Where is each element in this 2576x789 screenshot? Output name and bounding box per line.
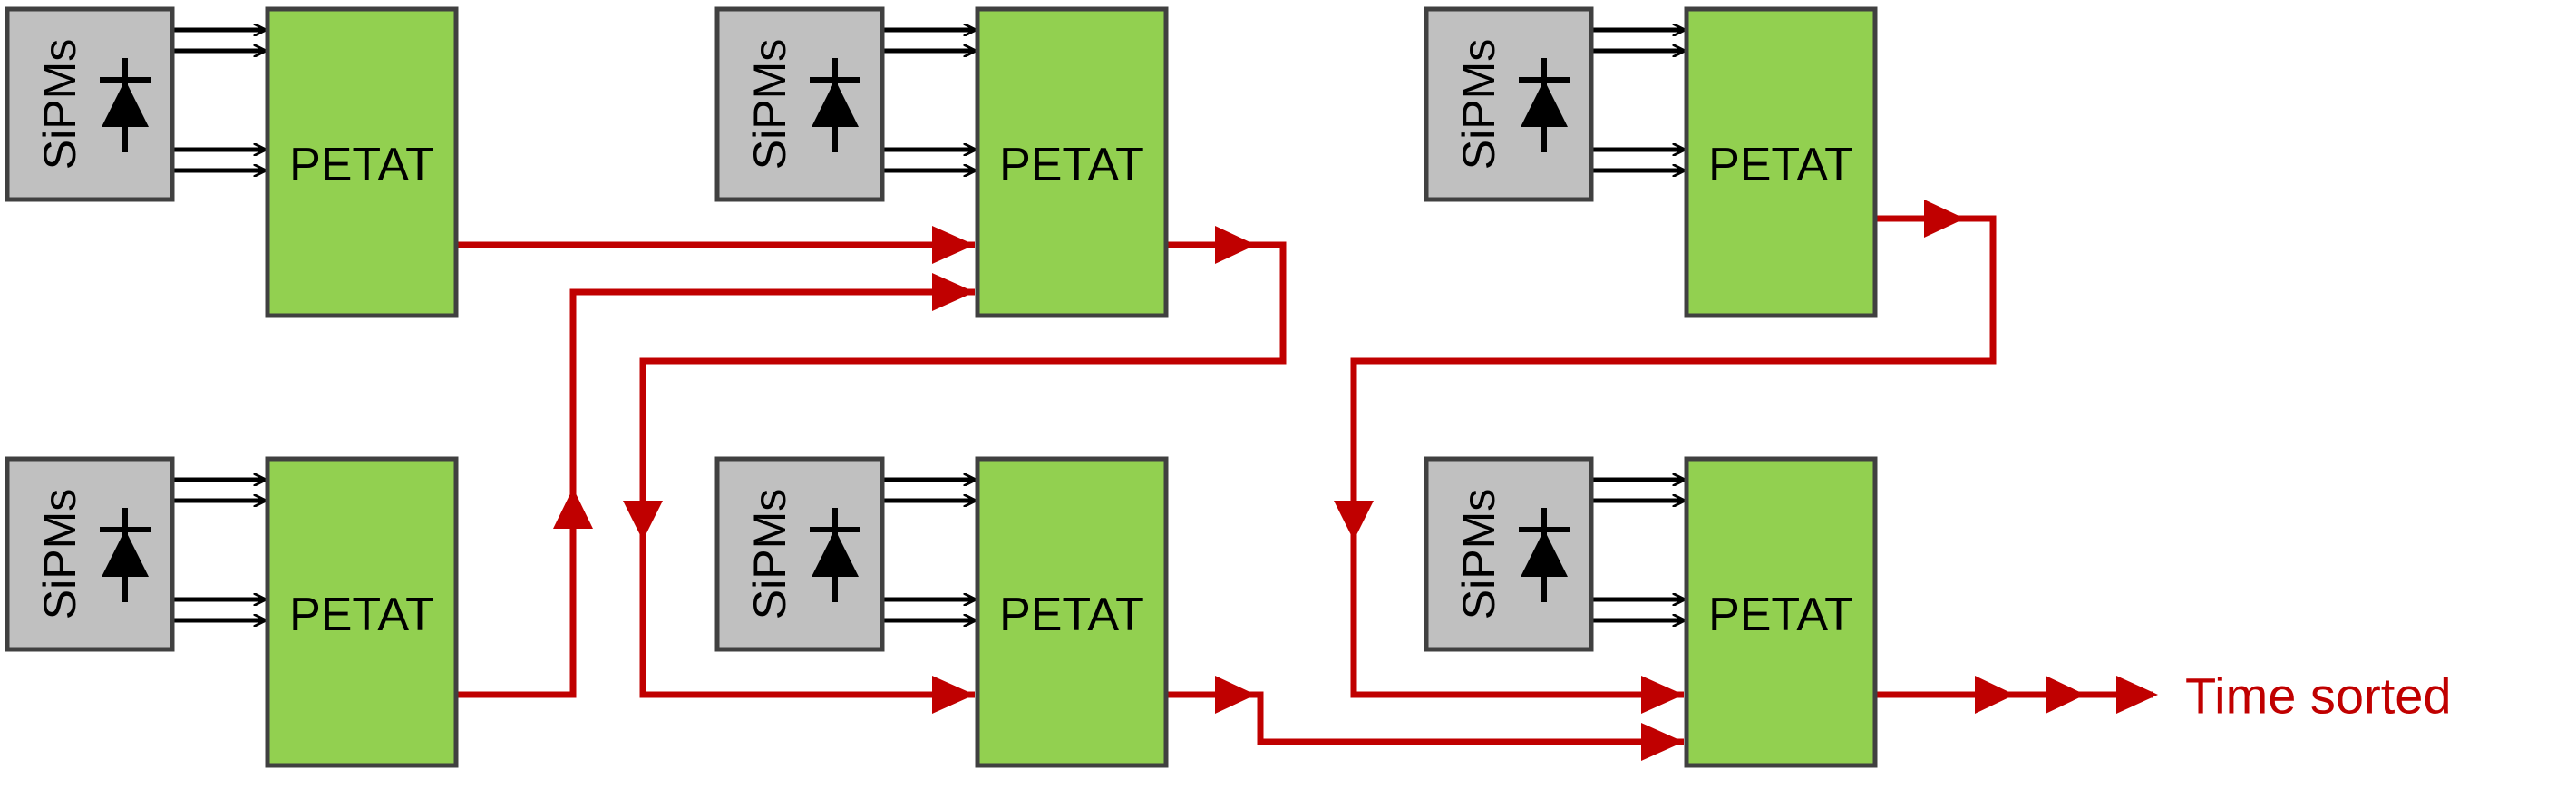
module-4: SiPMs PETAT xyxy=(5,456,459,768)
sipm-block xyxy=(714,456,885,652)
link-m2-to-m5 xyxy=(639,241,1287,698)
diode-icon xyxy=(1519,58,1570,152)
diode-icon xyxy=(100,58,151,152)
link-m5-to-m6-lower xyxy=(1163,691,1684,745)
petat-block xyxy=(975,6,1169,318)
sipm-label: SiPMs xyxy=(744,489,795,619)
sipm-to-petat-connectors xyxy=(174,480,265,620)
sipm-block xyxy=(714,6,885,202)
arrowhead-right xyxy=(1641,676,1684,714)
signal-arrowheads xyxy=(553,200,2158,761)
sipm-label: SiPMs xyxy=(744,39,795,170)
module-6: SiPMs PETAT xyxy=(1424,456,1878,768)
petat-label: PETAT xyxy=(1708,589,1853,641)
sipm-to-petat-connectors xyxy=(1593,30,1684,170)
sipm-to-petat-connectors xyxy=(1593,480,1684,620)
arrowhead-right xyxy=(2116,676,2158,714)
sipm-block xyxy=(1424,456,1594,652)
arrowhead-right xyxy=(1975,676,2015,714)
petat-label: PETAT xyxy=(999,589,1144,641)
sipm-block xyxy=(1424,6,1594,202)
sipm-to-petat-connectors xyxy=(884,30,975,170)
module-1: SiPMs PETAT xyxy=(5,6,459,318)
output-label: Time sorted xyxy=(2185,667,2452,725)
arrowhead-right xyxy=(1215,676,1256,714)
diode-icon xyxy=(810,58,860,152)
petat-label: PETAT xyxy=(999,139,1144,191)
sipm-label: SiPMs xyxy=(34,39,85,170)
diode-icon xyxy=(810,508,860,602)
module-3: SiPMs PETAT xyxy=(1424,6,1878,318)
petat-label: PETAT xyxy=(289,589,434,641)
petat-label: PETAT xyxy=(289,139,434,191)
arrowhead-down xyxy=(623,501,663,541)
diode-icon xyxy=(1519,508,1570,602)
petat-label: PETAT xyxy=(1708,139,1853,191)
signal-lines xyxy=(456,215,2153,745)
arrowhead-right xyxy=(1641,723,1684,761)
arrowhead-right xyxy=(1215,226,1256,264)
arrowhead-right xyxy=(932,226,975,264)
petat-block xyxy=(1684,456,1878,768)
sipm-to-petat-connectors xyxy=(884,480,975,620)
arrowhead-right xyxy=(932,676,975,714)
arrowhead-right xyxy=(932,273,975,311)
arrowhead-right xyxy=(2046,676,2085,714)
link-m3-to-m6-upper xyxy=(1350,215,1997,698)
sipm-block xyxy=(5,456,175,652)
petat-block xyxy=(975,456,1169,768)
module-5: SiPMs PETAT xyxy=(714,456,1169,768)
sipm-to-petat-connectors xyxy=(174,30,265,170)
petat-block xyxy=(1684,6,1878,318)
module-2: SiPMs PETAT xyxy=(714,6,1169,318)
diode-icon xyxy=(100,508,151,602)
arrowhead-right xyxy=(1924,200,1965,238)
sipm-label: SiPMs xyxy=(34,489,85,619)
sipm-label: SiPMs xyxy=(1453,39,1504,170)
arrowhead-up xyxy=(553,488,593,529)
sipm-label: SiPMs xyxy=(1453,489,1504,619)
petat-block xyxy=(265,6,459,318)
sipm-block xyxy=(5,6,175,202)
petat-block xyxy=(265,456,459,768)
arrowhead-down xyxy=(1334,501,1374,541)
